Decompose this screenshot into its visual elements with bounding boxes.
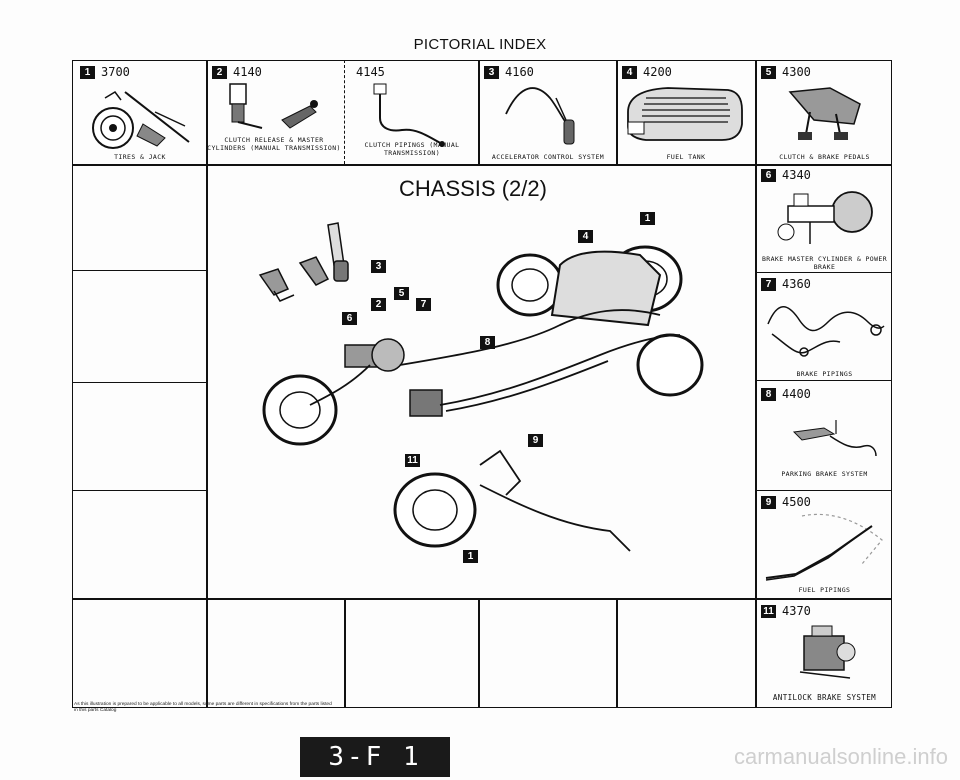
entry-caption: CLUTCH RELEASE & MASTER CYLINDERS (MANUA… — [207, 136, 341, 152]
page-title: PICTORIAL INDEX — [413, 36, 547, 53]
part-code: 4200 — [643, 65, 672, 79]
row-divider — [72, 270, 206, 271]
entry-caption: CLUTCH PIPINGS (MANUAL TRANSMISSION) — [364, 141, 460, 157]
page-number: 3-F 1 — [300, 737, 450, 777]
index-number: 5 — [761, 65, 776, 79]
col-divider — [616, 60, 618, 164]
index-number: 3 — [484, 65, 499, 79]
entry-caption: FUEL TANK — [666, 153, 706, 161]
accelerator-cable-icon — [505, 87, 575, 145]
brake-master-icon — [777, 191, 873, 244]
row-divider — [72, 598, 892, 600]
index-entry-clutch-cylinders[interactable]: 2 4140 — [212, 65, 262, 79]
index-number: 4 — [622, 65, 637, 79]
part-code: 4400 — [782, 387, 811, 401]
part-code: 4140 — [233, 65, 262, 79]
callout-1-lower: 1 — [463, 550, 478, 563]
chassis-illustration — [258, 222, 704, 552]
callout-4: 4 — [578, 230, 593, 243]
callout-9: 9 — [528, 434, 543, 447]
pedals-icon — [788, 87, 861, 140]
col-divider — [478, 598, 480, 708]
entry-caption: CLUTCH & BRAKE PEDALS — [779, 153, 870, 161]
index-number: 1 — [80, 65, 95, 79]
row-divider — [72, 164, 892, 166]
row-divider — [755, 380, 892, 381]
entry-caption: ANTILOCK BRAKE SYSTEM — [772, 693, 877, 702]
abs-unit-icon — [799, 625, 856, 679]
part-code: 4145 — [356, 65, 385, 79]
entry-caption: PARKING BRAKE SYSTEM — [781, 470, 868, 478]
part-code: 3700 — [101, 65, 130, 79]
index-number: 8 — [761, 387, 776, 401]
watermark: carmanualsonline.info — [733, 744, 948, 769]
part-code: 4360 — [782, 277, 811, 291]
callout-11: 11 — [405, 454, 420, 467]
brake-pipe-icon — [767, 306, 885, 357]
col-divider — [616, 598, 618, 708]
index-entry-brake-pipings[interactable]: 7 4360 — [761, 277, 811, 291]
index-entry-parking-brake[interactable]: 8 4400 — [761, 387, 811, 401]
index-entry-tires-jack[interactable]: 1 3700 — [80, 65, 130, 79]
footnote: As this illustration is prepared to be a… — [74, 702, 332, 713]
part-code: 4500 — [782, 495, 811, 509]
fuel-tank-icon — [627, 87, 743, 141]
callout-5: 5 — [394, 287, 409, 300]
index-number: 11 — [761, 604, 776, 618]
index-entry-pedals[interactable]: 5 4300 — [761, 65, 811, 79]
fuel-pipe-icon — [765, 513, 883, 581]
clutch-pipe-icon — [373, 83, 445, 147]
part-code: 4370 — [782, 604, 811, 618]
index-number: 9 — [761, 495, 776, 509]
part-code: 4300 — [782, 65, 811, 79]
entry-caption: ACCELERATOR CONTROL SYSTEM — [491, 153, 605, 161]
entry-caption: FUEL PIPINGS — [798, 586, 851, 594]
col-divider — [478, 60, 480, 164]
entry-caption: TIRES & JACK — [114, 153, 166, 161]
row-divider — [755, 272, 892, 273]
clutch-cylinder-icon — [229, 83, 318, 129]
index-entry-clutch-pipings[interactable]: 4145 — [356, 65, 385, 79]
row-divider — [72, 490, 206, 491]
tire-jack-icon — [92, 91, 190, 149]
row-divider — [755, 490, 892, 491]
callout-7: 7 — [416, 298, 431, 311]
col-divider-dashed — [344, 60, 346, 164]
entry-caption: BRAKE PIPINGS — [796, 370, 853, 378]
index-grid — [72, 60, 892, 708]
index-entry-fuel-pipings[interactable]: 9 4500 — [761, 495, 811, 509]
callout-6: 6 — [342, 312, 357, 325]
row-divider — [72, 382, 206, 383]
col-divider — [755, 60, 757, 708]
part-code: 4160 — [505, 65, 534, 79]
index-entry-abs[interactable]: 11 4370 — [761, 604, 811, 618]
part-code: 4340 — [782, 168, 811, 182]
parking-brake-icon — [792, 420, 877, 457]
callout-2: 2 — [371, 298, 386, 311]
callout-1: 1 — [640, 212, 655, 225]
index-number: 7 — [761, 277, 776, 291]
index-number: 2 — [212, 65, 227, 79]
chassis-title: CHASSIS (2/2) — [399, 176, 547, 201]
col-divider — [206, 60, 208, 708]
index-entry-fuel-tank[interactable]: 4 4200 — [622, 65, 672, 79]
index-entry-brake-master[interactable]: 6 4340 — [761, 168, 811, 182]
callout-3: 3 — [371, 260, 386, 273]
callout-8: 8 — [480, 336, 495, 349]
index-number: 6 — [761, 168, 776, 182]
index-entry-accelerator[interactable]: 3 4160 — [484, 65, 534, 79]
col-divider — [344, 598, 346, 708]
entry-caption: BRAKE MASTER CYLINDER & POWER BRAKE — [761, 255, 888, 271]
